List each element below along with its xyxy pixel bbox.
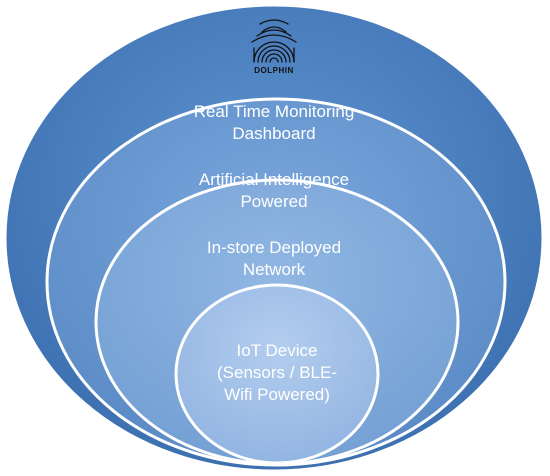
layer-dashboard-line-2: Dashboard xyxy=(232,124,315,143)
layer-ai-line-1: Artificial Intelligence xyxy=(199,170,349,189)
layer-dashboard-line-1: Real Time Monitoring xyxy=(194,102,355,121)
layer-network-line-1: In-store Deployed xyxy=(207,238,341,257)
layer-network-line-2: Network xyxy=(243,260,306,279)
layer-network-label: In-store Deployed Network xyxy=(207,238,341,279)
layer-ai-line-2: Powered xyxy=(240,192,307,211)
layer-iot-label: IoT Device (Sensors / BLE- Wifi Powered) xyxy=(217,341,337,404)
layer-dashboard-label: Real Time Monitoring Dashboard xyxy=(194,102,355,143)
layer-ai-label: Artificial Intelligence Powered xyxy=(199,170,349,211)
layer-iot-line-2: (Sensors / BLE- xyxy=(217,363,337,382)
logo-text: DOLPHIN xyxy=(254,66,294,75)
layer-iot-ring xyxy=(174,283,380,465)
layer-iot-line-1: IoT Device xyxy=(237,341,318,360)
layer-iot-line-3: Wifi Powered) xyxy=(224,385,330,404)
fingerprint-icon xyxy=(251,19,297,63)
